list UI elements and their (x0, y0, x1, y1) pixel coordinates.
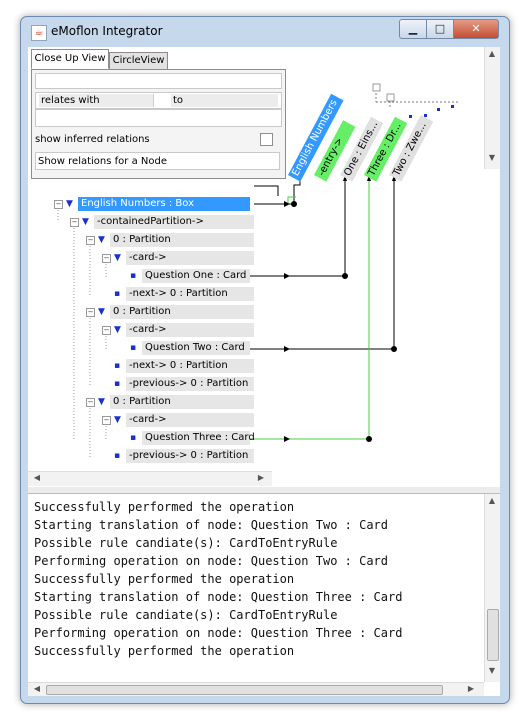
tree-node[interactable]: Question Two : Card (142, 341, 250, 355)
tree-node[interactable]: Question One : Card (142, 269, 250, 283)
tree-expanded-arrow-icon: ▼ (66, 199, 73, 209)
tree-leaf-icon: ▪ (130, 343, 137, 353)
tree-node[interactable]: -next-> 0 : Partition (126, 359, 254, 373)
search-input[interactable] (35, 73, 282, 89)
tree-node[interactable]: 0 : Partition (110, 395, 254, 409)
connector-joints (284, 163, 397, 442)
tree-expanded-arrow-icon: ▼ (114, 415, 121, 425)
show-relations-for-node-button[interactable]: Show relations for a Node (35, 152, 280, 170)
log-scrollbar-thumb[interactable] (487, 609, 499, 661)
tree-node[interactable]: -previous-> 0 : Partition (126, 449, 254, 463)
log-line: Successfully performed the operation (34, 500, 295, 514)
tree-expand-toggle[interactable]: − (102, 254, 111, 263)
minimize-button[interactable]: ▁ (399, 19, 427, 39)
show-inferred-label: show inferred relations (35, 134, 150, 145)
log-line: Performing operation on node: Question T… (34, 626, 403, 640)
tree-node[interactable]: -card-> (126, 251, 254, 265)
tree-guide-lines (57, 207, 107, 457)
column-relates-with[interactable]: relates with (39, 94, 154, 107)
tree-node[interactable]: -previous-> 0 : Partition (126, 377, 254, 391)
log-scroll-left-arrow-icon[interactable]: ◀ (33, 684, 41, 693)
log-line: Successfully performed the operation (34, 644, 295, 658)
maximize-button[interactable]: □ (426, 19, 454, 39)
tree-leaf-icon: ▪ (114, 289, 121, 299)
log-horizontal-scrollbar[interactable]: ◀ ▶ (28, 682, 484, 696)
graph-vertical-scrollbar[interactable]: ▲ ▼ (484, 47, 500, 169)
relations-table-body[interactable] (35, 109, 282, 127)
tree-expanded-arrow-icon: ▼ (114, 253, 121, 263)
window-title: eMoflon Integrator (51, 24, 163, 38)
show-inferred-relations-row: show inferred relations (35, 131, 280, 148)
log-line: Starting translation of node: Question T… (34, 518, 389, 532)
integrator-view: English Numbers ...-entry->One : Eins...… (28, 47, 500, 487)
client-area: English Numbers ...-entry->One : Eins...… (28, 47, 500, 696)
tree-node[interactable]: 0 : Partition (110, 233, 254, 247)
log-line: Starting translation of node: Question T… (34, 590, 403, 604)
app-window: ☕ eMoflon Integrator ▁ □ ✕ (20, 16, 510, 704)
tree-expanded-arrow-icon: ▼ (98, 235, 105, 245)
tree-horizontal-scrollbar[interactable]: ◀ ▶ (28, 471, 272, 486)
tree-leaf-icon: ▪ (114, 361, 121, 371)
relations-table-header: relates with to (35, 92, 282, 109)
title-bar[interactable]: ☕ eMoflon Integrator ▁ □ ✕ (21, 17, 509, 47)
relation-connectors (250, 83, 460, 442)
tree-expand-toggle[interactable]: − (86, 308, 95, 317)
tab-close-up-view[interactable]: Close Up View (31, 49, 109, 69)
tree-expanded-arrow-icon: ▼ (114, 325, 121, 335)
tree-leaf-icon: ▪ (114, 379, 121, 389)
column-to[interactable]: to (171, 94, 278, 107)
tree-expand-toggle[interactable]: − (86, 236, 95, 245)
log-line: Performing operation on node: Question T… (34, 554, 389, 568)
close-up-panel: relates with to show inferred relations … (31, 69, 286, 179)
show-inferred-checkbox[interactable] (260, 133, 273, 146)
log-scroll-up-arrow-icon[interactable]: ▲ (488, 496, 496, 505)
tree-leaf-icon: ▪ (130, 271, 137, 281)
close-button[interactable]: ✕ (453, 19, 499, 39)
tree-expanded-arrow-icon: ▼ (82, 217, 89, 227)
tree-expand-toggle[interactable]: − (102, 416, 111, 425)
tree-node[interactable]: Question Three : Card (142, 431, 255, 445)
view-tabs: Close Up View CircleView (28, 49, 288, 70)
scroll-right-arrow-icon[interactable]: ▶ (257, 473, 265, 482)
log-line: Successfully performed the operation (34, 572, 295, 586)
tree-node[interactable]: 0 : Partition (110, 305, 254, 319)
scroll-up-arrow-icon[interactable]: ▲ (488, 49, 496, 58)
tree-leaf-icon: ▪ (114, 451, 121, 461)
tree-expanded-arrow-icon: ▼ (98, 397, 105, 407)
right-tree-expanders (372, 83, 395, 102)
tree-node[interactable]: -card-> (126, 323, 254, 337)
tree-expand-toggle[interactable]: − (70, 218, 79, 227)
tree-node[interactable]: English Numbers : Box (78, 197, 250, 211)
tree-node[interactable]: -next-> 0 : Partition (126, 287, 254, 301)
scroll-down-arrow-icon[interactable]: ▼ (488, 153, 496, 162)
tree-leaf-icon: ▪ (130, 433, 137, 443)
log-scroll-down-arrow-icon[interactable]: ▼ (488, 666, 496, 675)
log-scroll-right-arrow-icon[interactable]: ▶ (467, 684, 475, 693)
tree-expand-toggle[interactable]: − (54, 200, 63, 209)
tree-node[interactable]: -card-> (126, 413, 254, 427)
log-line: Possible rule candiate(s): CardToEntryRu… (34, 608, 338, 622)
log-hscroll-thumb[interactable] (46, 685, 443, 695)
tree-expanded-arrow-icon: ▼ (98, 307, 105, 317)
tree-expand-toggle[interactable]: − (102, 326, 111, 335)
java-app-icon: ☕ (31, 25, 47, 41)
tree-node[interactable]: -containedPartition-> (94, 215, 254, 229)
log-vertical-scrollbar[interactable]: ▲ ▼ (484, 494, 500, 682)
tree-expand-toggle[interactable]: − (86, 398, 95, 407)
scroll-left-arrow-icon[interactable]: ◀ (33, 473, 41, 482)
split-pane-divider[interactable] (28, 487, 500, 493)
log-line: Possible rule candiate(s): CardToEntryRu… (34, 536, 338, 550)
